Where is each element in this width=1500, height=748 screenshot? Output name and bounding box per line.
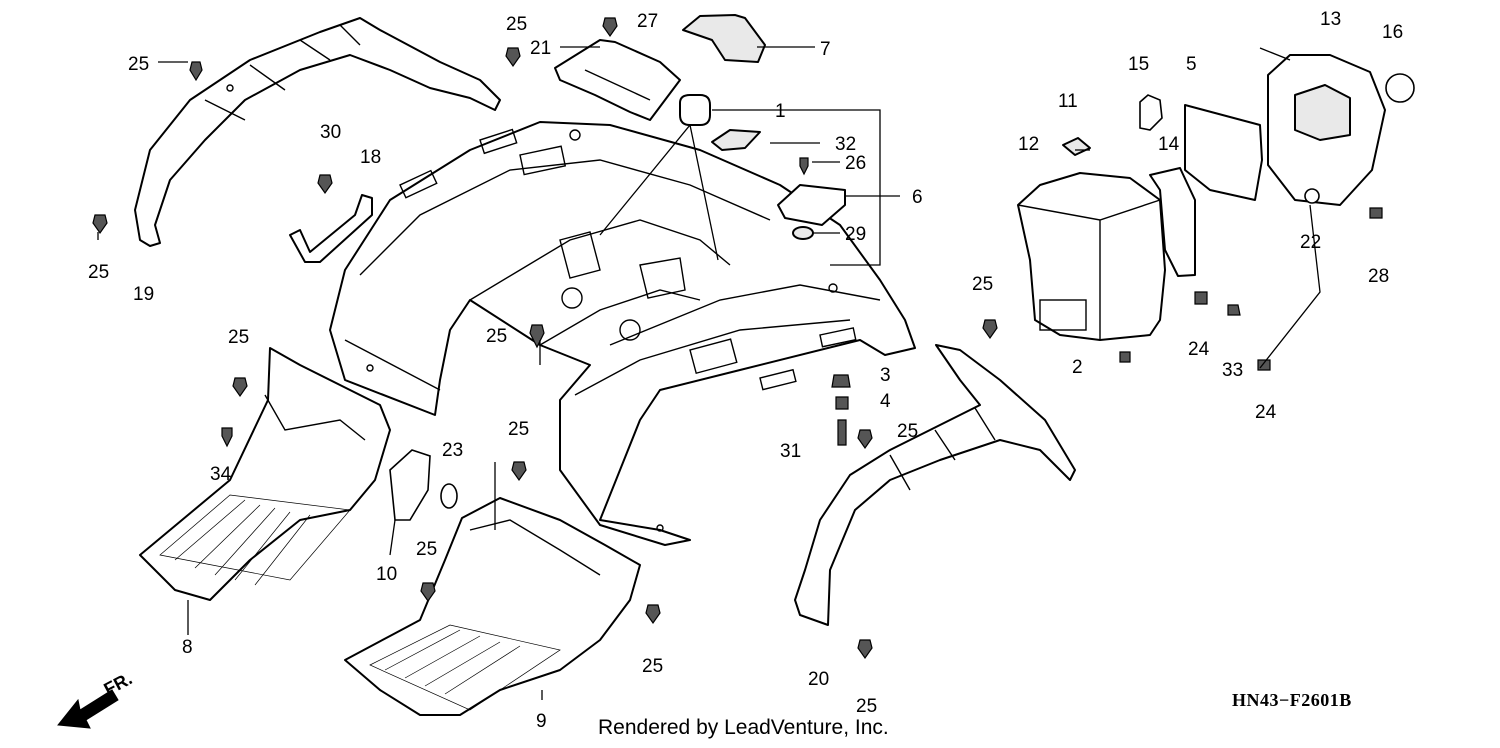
callout-12: 12	[1018, 134, 1039, 155]
callout-19: 19	[133, 284, 154, 305]
right-footrest	[344, 497, 641, 716]
callout-7: 7	[820, 39, 831, 60]
callouts: 25 25 19 30 18 25 21 27 7 1 32 26 6 29 1…	[88, 9, 1403, 732]
callout-3: 3	[880, 365, 891, 386]
callout-18: 18	[360, 147, 381, 168]
callout-16: 16	[1382, 22, 1403, 43]
callout-25: 25	[642, 656, 663, 677]
toolbox	[1017, 172, 1166, 341]
diagram-code: HN43−F2601B	[1232, 690, 1352, 710]
callout-31: 31	[780, 441, 801, 462]
latch	[1139, 94, 1163, 131]
right-mud-guard	[794, 344, 1076, 626]
pad-32	[711, 129, 761, 151]
callout-8: 8	[182, 637, 193, 658]
front-direction-arrow: FR.	[57, 668, 135, 729]
callout-33: 33	[1222, 360, 1243, 381]
callout-25: 25	[856, 696, 877, 717]
render-credit: Rendered by LeadVenture, Inc.	[598, 716, 889, 739]
callout-4: 4	[880, 391, 891, 412]
callout-28: 28	[1368, 266, 1389, 287]
grommet-23	[440, 483, 458, 509]
callout-25: 25	[897, 421, 918, 442]
callout-26: 26	[845, 153, 866, 174]
lid	[1184, 104, 1263, 201]
callout-14: 14	[1158, 134, 1180, 155]
callout-25: 25	[88, 262, 109, 283]
callout-32: 32	[835, 134, 856, 155]
callout-11: 11	[1058, 91, 1078, 112]
callout-2: 2	[1072, 357, 1083, 378]
callout-22: 22	[1300, 232, 1321, 253]
callout-15: 15	[1128, 54, 1149, 75]
callout-10: 10	[376, 564, 397, 585]
callout-25: 25	[506, 14, 527, 35]
callout-34: 34	[210, 464, 232, 485]
rear-fender	[329, 121, 916, 546]
plate-6	[777, 184, 846, 226]
guard-10	[389, 449, 431, 521]
callout-25: 25	[486, 326, 507, 347]
callout-24: 24	[1188, 339, 1210, 360]
cover-21	[554, 39, 681, 121]
callout-1: 1	[775, 101, 786, 122]
bracket	[289, 194, 373, 263]
grommet-16	[1385, 73, 1415, 103]
callout-29: 29	[845, 224, 866, 245]
tail-light	[1267, 54, 1386, 206]
callout-25: 25	[508, 419, 529, 440]
seal-1	[679, 94, 711, 126]
arrow-icon	[57, 689, 119, 729]
leader-lines	[97, 46, 1321, 700]
pad-7	[682, 14, 766, 63]
callout-25: 25	[972, 274, 993, 295]
callout-13: 13	[1320, 9, 1341, 30]
fasteners	[92, 17, 1383, 660]
left-footrest	[139, 347, 391, 601]
cap-11	[1062, 137, 1091, 156]
callout-9: 9	[536, 711, 547, 732]
callout-25: 25	[128, 54, 149, 75]
callout-27: 27	[637, 11, 658, 32]
callout-24: 24	[1255, 402, 1277, 423]
callout-6: 6	[912, 187, 923, 208]
washer-29	[792, 226, 814, 240]
callout-30: 30	[320, 122, 341, 143]
callout-23: 23	[442, 440, 463, 461]
gasket	[1149, 167, 1196, 277]
left-mud-guard	[134, 17, 501, 247]
callout-25: 25	[416, 539, 437, 560]
callout-21: 21	[530, 38, 551, 59]
callout-20: 20	[808, 669, 829, 690]
callout-5: 5	[1186, 54, 1197, 75]
callout-25: 25	[228, 327, 249, 348]
grommet-22	[1304, 188, 1320, 204]
